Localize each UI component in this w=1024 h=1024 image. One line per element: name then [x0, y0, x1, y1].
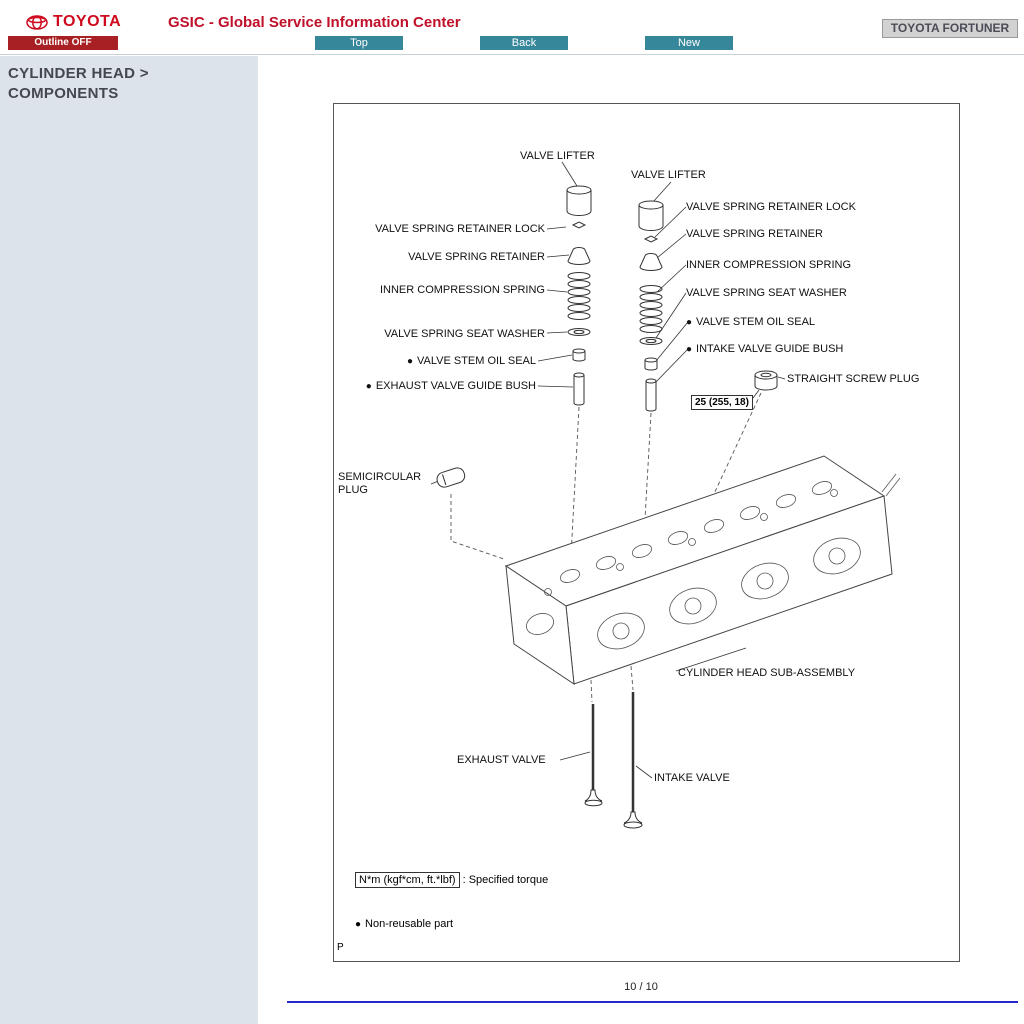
top-button[interactable]: Top	[315, 36, 403, 50]
torque-spec-box: 25 (255, 18)	[691, 395, 753, 410]
page-title: GSIC - Global Service Information Center	[168, 14, 461, 31]
diagram-corner-mark: P	[337, 942, 344, 953]
label-intake-valve-guide-bush: ●INTAKE VALVE GUIDE BUSH	[686, 343, 844, 355]
brand-text: TOYOTA	[53, 13, 122, 30]
main-content: VALVE LIFTER VALVE LIFTER VALVE SPRING R…	[258, 56, 1024, 1024]
label-inner-compression-spring-left: INNER COMPRESSION SPRING	[379, 284, 545, 296]
sidebar: CYLINDER HEAD > COMPONENTS	[0, 56, 258, 1024]
outline-toggle-button[interactable]: Outline OFF	[8, 36, 118, 50]
non-reusable-bullet: ●	[686, 317, 693, 328]
label-valve-spring-seat-washer-right: VALVE SPRING SEAT WASHER	[686, 287, 847, 299]
label-intake-valve: INTAKE VALVE	[654, 772, 730, 784]
label-valve-stem-oil-seal-left: ●VALVE STEM OIL SEAL	[406, 355, 536, 367]
label-valve-lifter-left: VALVE LIFTER	[520, 150, 595, 162]
label-valve-spring-seat-washer-left: VALVE SPRING SEAT WASHER	[384, 328, 545, 340]
label-inner-compression-spring-right: INNER COMPRESSION SPRING	[686, 259, 852, 271]
breadcrumb-line1: CYLINDER HEAD >	[8, 65, 149, 82]
label-exhaust-valve-guide-bush: ●EXHAUST VALVE GUIDE BUSH	[365, 380, 536, 392]
non-reusable-bullet: ●	[406, 356, 413, 367]
toyota-logo-icon	[26, 14, 48, 30]
label-exhaust-valve: EXHAUST VALVE	[457, 754, 546, 766]
model-badge: TOYOTA FORTUNER	[882, 19, 1018, 38]
new-button[interactable]: New	[645, 36, 733, 50]
non-reusable-bullet: ●	[365, 381, 372, 392]
torque-unit-box: N*m (kgf*cm, ft.*lbf)	[355, 872, 460, 888]
legend-non-reusable: ●Non-reusable part	[355, 918, 454, 930]
header: TOYOTA GSIC - Global Service Information…	[0, 0, 1024, 55]
label-valve-spring-retainer-lock-left: VALVE SPRING RETAINER LOCK	[375, 223, 545, 235]
cylinder-head-exploded-drawing	[430, 161, 901, 829]
breadcrumb-heading: CYLINDER HEAD > COMPONENTS	[8, 64, 250, 105]
non-reusable-bullet: ●	[355, 919, 362, 930]
components-diagram: VALVE LIFTER VALVE LIFTER VALVE SPRING R…	[333, 103, 960, 962]
back-button[interactable]: Back	[480, 36, 568, 50]
legend-specified-torque: N*m (kgf*cm, ft.*lbf): Specified torque	[355, 872, 548, 888]
label-valve-spring-retainer-left: VALVE SPRING RETAINER	[408, 251, 545, 263]
label-valve-spring-retainer-right: VALVE SPRING RETAINER	[686, 228, 823, 240]
label-valve-spring-retainer-lock-right: VALVE SPRING RETAINER LOCK	[686, 201, 856, 213]
non-reusable-bullet: ●	[686, 344, 693, 355]
label-valve-stem-oil-seal-right: ●VALVE STEM OIL SEAL	[686, 316, 816, 328]
page-indicator: 10 / 10	[624, 981, 658, 993]
footer-divider-line	[287, 1001, 1018, 1003]
label-straight-screw-plug: STRAIGHT SCREW PLUG	[787, 373, 920, 385]
toyota-brand[interactable]: TOYOTA	[26, 13, 121, 31]
label-valve-lifter-right: VALVE LIFTER	[631, 169, 706, 181]
label-cylinder-head-sub-assembly: CYLINDER HEAD SUB-ASSEMBLY	[678, 667, 856, 679]
breadcrumb-line2: COMPONENTS	[8, 85, 119, 103]
